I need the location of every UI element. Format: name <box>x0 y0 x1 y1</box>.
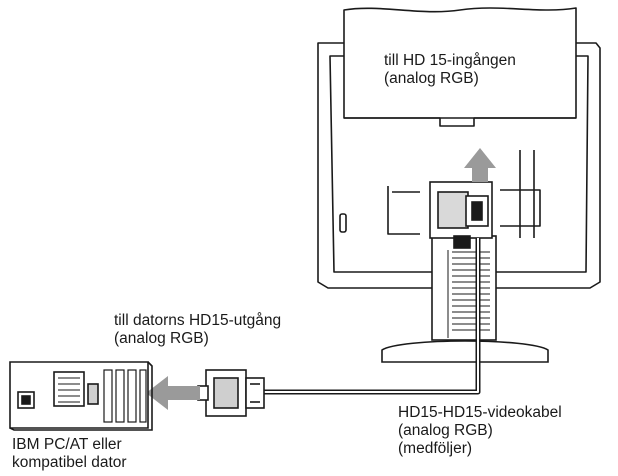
cable-label-line1: HD15-HD15-videokabel <box>398 404 562 421</box>
monitor-input-label-line1: till HD 15-ingången <box>384 52 516 69</box>
computer-output-label-line1: till datorns HD15-utgång <box>114 312 282 329</box>
monitor-hd15-input <box>429 181 493 249</box>
monitor-rear <box>317 7 601 289</box>
monitor-input-label-line2: (analog RGB) <box>384 70 479 87</box>
computer-unit <box>9 361 153 431</box>
cable-label-line3: (medföljer) <box>398 440 473 457</box>
computer-insert-arrow <box>146 376 200 410</box>
fan-grille <box>53 371 85 407</box>
computer-output-label-line2: (analog RGB) <box>114 330 209 347</box>
monitor-input-label: till HD 15-ingången (analog RGB) <box>384 52 516 88</box>
stand-base <box>381 340 549 363</box>
computer-label-line1: IBM PC/AT eller <box>12 436 122 453</box>
computer-label-line2: kompatibel dator <box>12 454 127 471</box>
cable-plug-hd15 <box>197 369 265 417</box>
computer-label: IBM PC/AT eller kompatibel dator <box>12 436 127 472</box>
expansion-slots <box>103 369 147 423</box>
cable-label-line2: (analog RGB) <box>398 422 493 439</box>
computer-output-label: till datorns HD15-utgång (analog RGB) <box>114 312 281 348</box>
monitor-insert-arrow <box>464 148 496 182</box>
monitor-top-cover <box>343 7 577 119</box>
cable-label: HD15-HD15-videokabel (analog RGB) (medfö… <box>398 404 562 458</box>
computer-hd15-output <box>87 383 99 405</box>
